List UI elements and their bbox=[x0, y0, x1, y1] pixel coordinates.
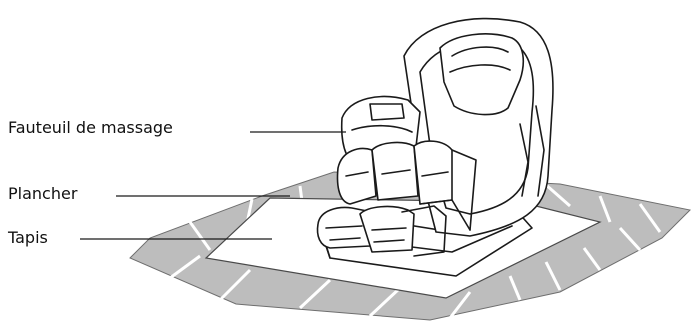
floor-label: Plancher bbox=[8, 186, 77, 202]
mat-label: Tapis bbox=[8, 230, 48, 246]
chair-label: Fauteuil de massage bbox=[8, 120, 173, 136]
massage-chair-icon bbox=[318, 19, 553, 276]
